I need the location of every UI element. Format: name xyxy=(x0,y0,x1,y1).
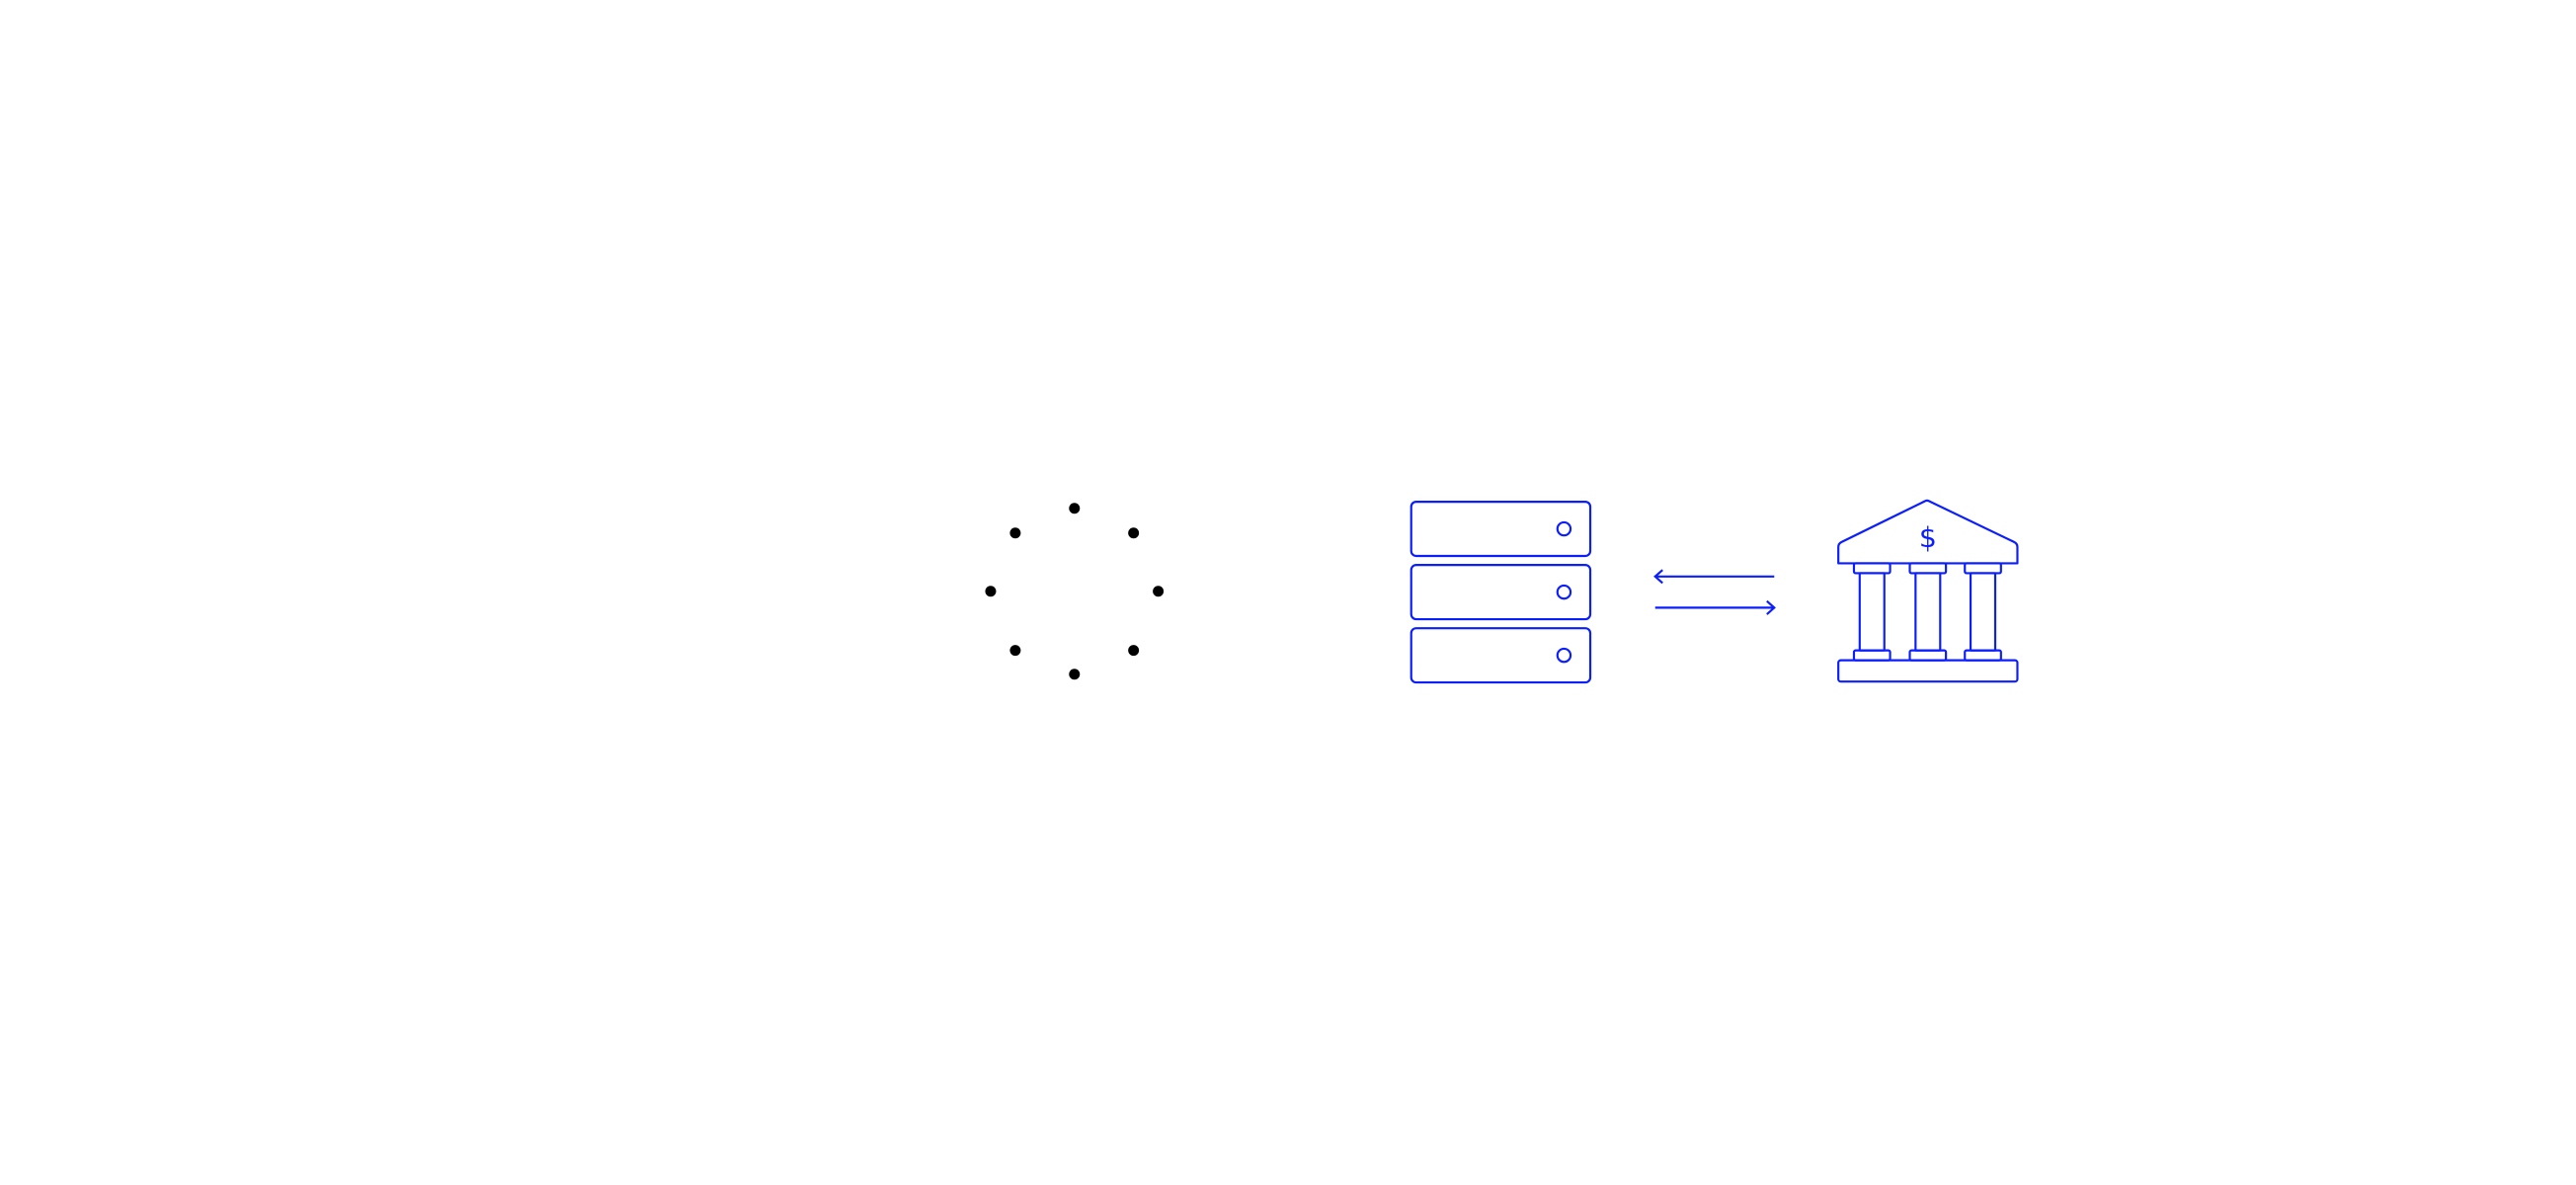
bank-column xyxy=(1914,572,1942,652)
server-unit xyxy=(1409,627,1592,684)
server-unit xyxy=(1409,564,1592,621)
arrow-right-icon xyxy=(1654,599,1776,615)
bank-roof xyxy=(1837,499,2019,565)
bank-icon: $ xyxy=(1837,499,2019,683)
spinner-dot xyxy=(1009,645,1021,657)
bank-column xyxy=(1969,572,1997,652)
loading-spinner-icon xyxy=(985,503,1165,680)
server-led-icon xyxy=(1556,520,1572,537)
server-unit xyxy=(1409,501,1592,558)
spinner-dot xyxy=(1128,527,1140,539)
spinner-dot xyxy=(985,586,997,597)
bidirectional-arrows-icon xyxy=(1653,569,1776,615)
server-stack-icon xyxy=(1409,501,1592,684)
server-led-icon xyxy=(1556,584,1572,600)
spinner-dot xyxy=(1009,527,1021,539)
spinner-dot xyxy=(1128,645,1140,657)
spinner-dot xyxy=(1069,669,1081,680)
bank-base xyxy=(1837,659,2019,683)
dollar-icon: $ xyxy=(1919,521,1937,554)
bank-column xyxy=(1858,572,1886,652)
spinner-dot xyxy=(1153,586,1165,597)
server-led-icon xyxy=(1556,647,1572,664)
spinner-dot xyxy=(1069,503,1081,514)
arrow-left-icon xyxy=(1653,569,1775,585)
